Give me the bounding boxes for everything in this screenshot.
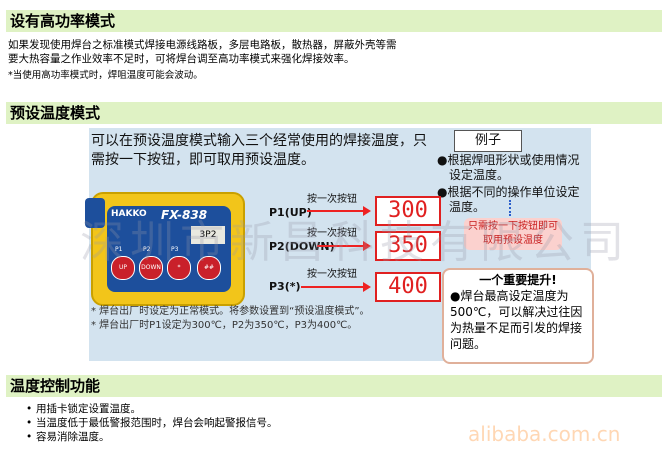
device-p-label: P3 (171, 246, 179, 253)
power-switch (85, 198, 105, 228)
arrow-right-icon (307, 206, 371, 216)
section-title-high-power: 设有高功率模式 (6, 10, 662, 32)
example-bullet: ●根据焊咀形状或使用情况设定温度。 (437, 153, 580, 182)
figure-note: * 焊台出厂时设定为正常模式。将参数设置到“预设温度模式”。 (91, 306, 370, 317)
device-model: FX-838 (161, 208, 208, 222)
preset-p2-label: P2(DOWN) (269, 240, 335, 253)
paragraph-line-2: 要大热容量之作业效率不足时，可将焊台调至高功率模式来强化焊接效率。 (8, 53, 355, 65)
device-brand: HAKKO (111, 209, 147, 219)
device-p-label: P2 (143, 246, 151, 253)
high-power-note: *当使用高功率模式时，焊咀温度可能会波动。 (8, 70, 203, 81)
figure-notes: * 焊台出厂时设定为正常模式。将参数设置到“预设温度模式”。 * 焊台出厂时P1… (91, 305, 370, 333)
preset-p2-action: 按一次按钮 (307, 228, 357, 239)
figure-note: * 焊台出厂时P1设定为300℃，P2为350℃，P3为400℃。 (91, 320, 358, 331)
preset-p3-temp: 400 (375, 272, 441, 302)
important-title: 一个重要提升! (479, 273, 557, 287)
preset-p1-label: P1(UP) (269, 206, 312, 219)
preset-p1-temp: 300 (375, 196, 441, 226)
device-hash-button[interactable]: ## (197, 256, 221, 280)
device-panel: HAKKO FX-838 3P2 P1 P2 P3 UP DOWN * ## (107, 206, 231, 292)
example-tag: 例子 (454, 130, 522, 152)
preset-mode-figure: 可以在预设温度模式输入三个经常使用的焊接温度，只需按一下按钮，即可取用预设温度。… (85, 128, 594, 364)
arrow-right-icon (301, 282, 371, 292)
device-star-button[interactable]: * (167, 256, 191, 280)
device-p-label: P1 (115, 246, 123, 253)
list-item-text: 容易消除温度。 (36, 431, 110, 443)
callout-one-press: 只需按一下按钮即可取用预设温度 (464, 218, 562, 250)
section-title-preset-temp: 预设温度模式 (6, 102, 662, 124)
list-item-text: 用插卡锁定设置温度。 (36, 403, 141, 415)
preset-p1-action: 按一次按钮 (307, 194, 357, 205)
preset-p3-label: P3(*) (269, 280, 301, 293)
section-title-temp-control: 温度控制功能 (6, 375, 662, 397)
list-item: •用插卡锁定设置温度。 (26, 403, 141, 415)
device-lcd: 3P2 (191, 226, 225, 244)
device-up-button[interactable]: UP (111, 256, 135, 280)
example-bullets: ●根据焊咀形状或使用情况设定温度。 ●根据不同的操作单位设定温度。 (437, 153, 589, 217)
figure-heading: 可以在预设温度模式输入三个经常使用的焊接温度，只需按一下按钮，即可取用预设温度。 (91, 133, 427, 168)
example-bullet: ●根据不同的操作单位设定温度。 (437, 185, 580, 214)
preset-p3-action: 按一次按钮 (307, 269, 357, 280)
soldering-station-device: HAKKO FX-838 3P2 P1 P2 P3 UP DOWN * ## (85, 192, 245, 306)
list-item-text: 当温度低于最低警报范围时，焊台会响起警报信号。 (36, 417, 278, 429)
device-down-button[interactable]: DOWN (139, 256, 163, 280)
list-item: •当温度低于最低警报范围时，焊台会响起警报信号。 (26, 417, 278, 429)
important-body: ●焊台最高设定温度为500℃，可以解决过往因为热量不足而引发的焊接问题。 (450, 289, 583, 351)
arrow-right-icon (317, 241, 371, 251)
preset-p2-temp: 350 (375, 231, 441, 261)
arrow-down-icon (509, 200, 521, 216)
important-box: 一个重要提升! ●焊台最高设定温度为500℃，可以解决过往因为热量不足而引发的焊… (442, 268, 594, 364)
watermark-site: alibaba.com.cn (468, 422, 621, 446)
paragraph-line-1: 如果发现使用焊台之标准模式焊接电源线路板，多层电路板，散热器，屏蔽外壳等需 (8, 39, 397, 51)
list-item: •容易消除温度。 (26, 431, 110, 443)
